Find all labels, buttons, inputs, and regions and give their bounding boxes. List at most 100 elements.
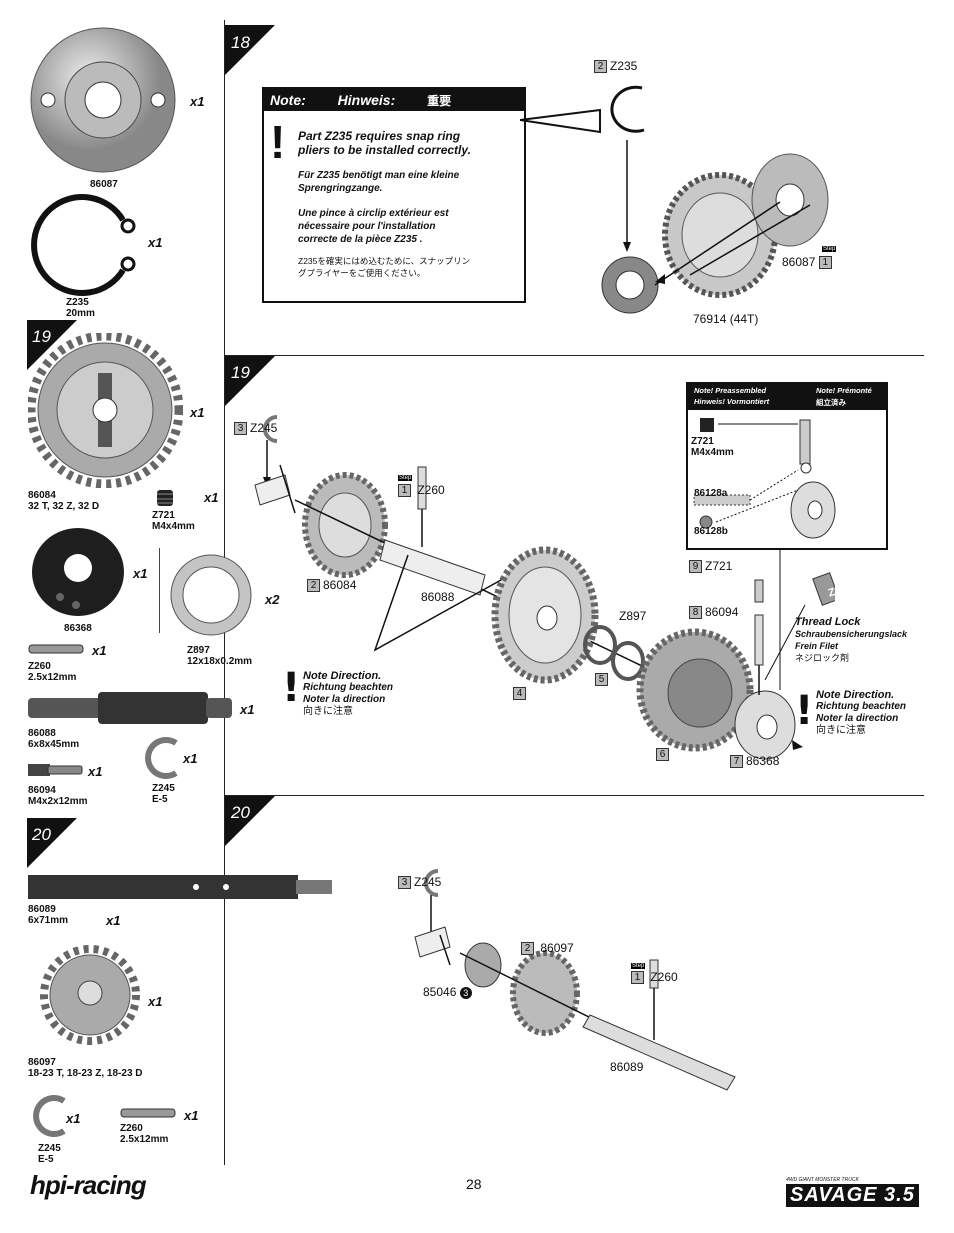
direction-note-a: Note Direction. Richtung beachten Noter … (303, 670, 394, 717)
part-z245-illustration (145, 737, 178, 779)
step-divider-20 (224, 795, 924, 796)
part-z260-qty: x1 (92, 643, 107, 658)
step19-label-86088: 86088 (421, 590, 455, 604)
step20-label-86089: 86089 (610, 1060, 644, 1074)
step20-label-86097: 2 86097 (521, 941, 574, 956)
preassembled-diagram (693, 418, 836, 539)
note-header-en: Note: (270, 92, 306, 108)
sidebar-banner-19 (27, 320, 77, 370)
step19-label-5: 5 (595, 672, 611, 687)
preassembled-header: Note! Preassembled Hinweis! Vormontiert … (688, 384, 886, 410)
sidebar-step-number-19: 19 (32, 327, 51, 346)
part-86368-illustration (32, 528, 124, 616)
hpi-racing-logo: hpi-racing (30, 1170, 147, 1200)
step18-label-gear: 76914 (44T) (693, 312, 759, 326)
part-z721-qty: x1 (204, 490, 219, 505)
part-z260-illustration (28, 644, 84, 654)
preassembled-note-box: Note! Preassembled Hinweis! Vormontiert … (686, 382, 888, 550)
step18-exploded-diagram (520, 85, 829, 314)
step-banner-19 (225, 356, 275, 406)
part-86084-illustration (28, 333, 183, 488)
step19-exploded-diagram (254, 415, 835, 760)
part-z235-illustration (31, 194, 136, 296)
part-z245-b-illustration (33, 1095, 66, 1137)
step20-step-flag: Step (631, 963, 646, 969)
step20-exploded-diagram (414, 869, 736, 1091)
part-86087-qty: x1 (190, 94, 205, 109)
part-z245-b-qty: x1 (66, 1111, 81, 1126)
step-number-20: 20 (231, 803, 250, 822)
step19-label-4: 4 (513, 686, 529, 701)
step19-label-6: 6 (656, 747, 672, 762)
thread-lock-note: Thread Lock Schraubensicherungslack Frei… (795, 616, 908, 663)
part-86087-code: 86087 (90, 179, 118, 190)
savage-logo: SAVAGE 3.5 (786, 1184, 919, 1207)
step-banner-20 (225, 796, 275, 846)
note-header: Note: Hinweis: 重要 (264, 89, 524, 111)
part-86088-qty: x1 (240, 702, 255, 717)
step19-label-z897: Z897 (619, 609, 647, 623)
step-banner-18 (225, 25, 275, 75)
part-z260-b-qty: x1 (184, 1108, 199, 1123)
part-z235-qty: x1 (148, 235, 163, 250)
pre-86128b-label: 86128b (694, 526, 728, 537)
step18-note-box: Note: Hinweis: 重要 ! Part Z235 requires s… (262, 87, 526, 303)
part-z721-illustration (157, 490, 173, 506)
sidebar-banner-20 (27, 818, 77, 868)
part-86087-illustration (30, 27, 176, 173)
step19-label-z260: 1 Z260 (398, 483, 445, 498)
part-86368-qty: x1 (133, 566, 148, 581)
part-z245-qty: x1 (183, 751, 198, 766)
sidebar-step-number-20: 20 (32, 825, 51, 844)
part-z260-b-illustration (120, 1108, 176, 1118)
part-86094-qty: x1 (88, 764, 103, 779)
sidebar-small-divider (159, 548, 160, 633)
part-86368-code: 86368 (64, 623, 92, 634)
step20-label-z260: 1 Z260 (631, 970, 678, 985)
note-header-jp: 重要 (427, 94, 452, 108)
part-86089-illustration (28, 875, 332, 899)
direction-warning-icon-b: ! (795, 688, 814, 734)
direction-warning-icon-a: ! (282, 665, 301, 711)
part-86089-qty: x1 (106, 913, 121, 928)
note-header-de: Hinweis: (337, 92, 396, 108)
part-86094-illustration (28, 764, 83, 776)
step18-label-86087: 86087 1 (782, 255, 835, 270)
part-86097-qty: x1 (148, 994, 163, 1009)
note-text-jp: Z235を確実にはめ込むために、スナップリングプライヤーをご使用ください。 (298, 256, 471, 278)
step18-step-flag: Step (822, 246, 837, 252)
part-86084-qty: x1 (190, 405, 205, 420)
step-number-19: 19 (231, 363, 250, 382)
step-divider-19 (224, 355, 924, 356)
part-z897-qty: x2 (265, 592, 280, 607)
page-number: 28 (466, 1176, 482, 1192)
savage-logo-tagline: 4WD GIANT MONSTER TRUCK (786, 1177, 859, 1183)
step-number-18: 18 (231, 33, 250, 52)
warning-icon: ! (270, 116, 286, 168)
pre-86128a-label: 86128a (694, 488, 728, 499)
step19-step-flag: Step (398, 475, 413, 481)
step20-label-85046: 85046 3 (423, 985, 472, 999)
